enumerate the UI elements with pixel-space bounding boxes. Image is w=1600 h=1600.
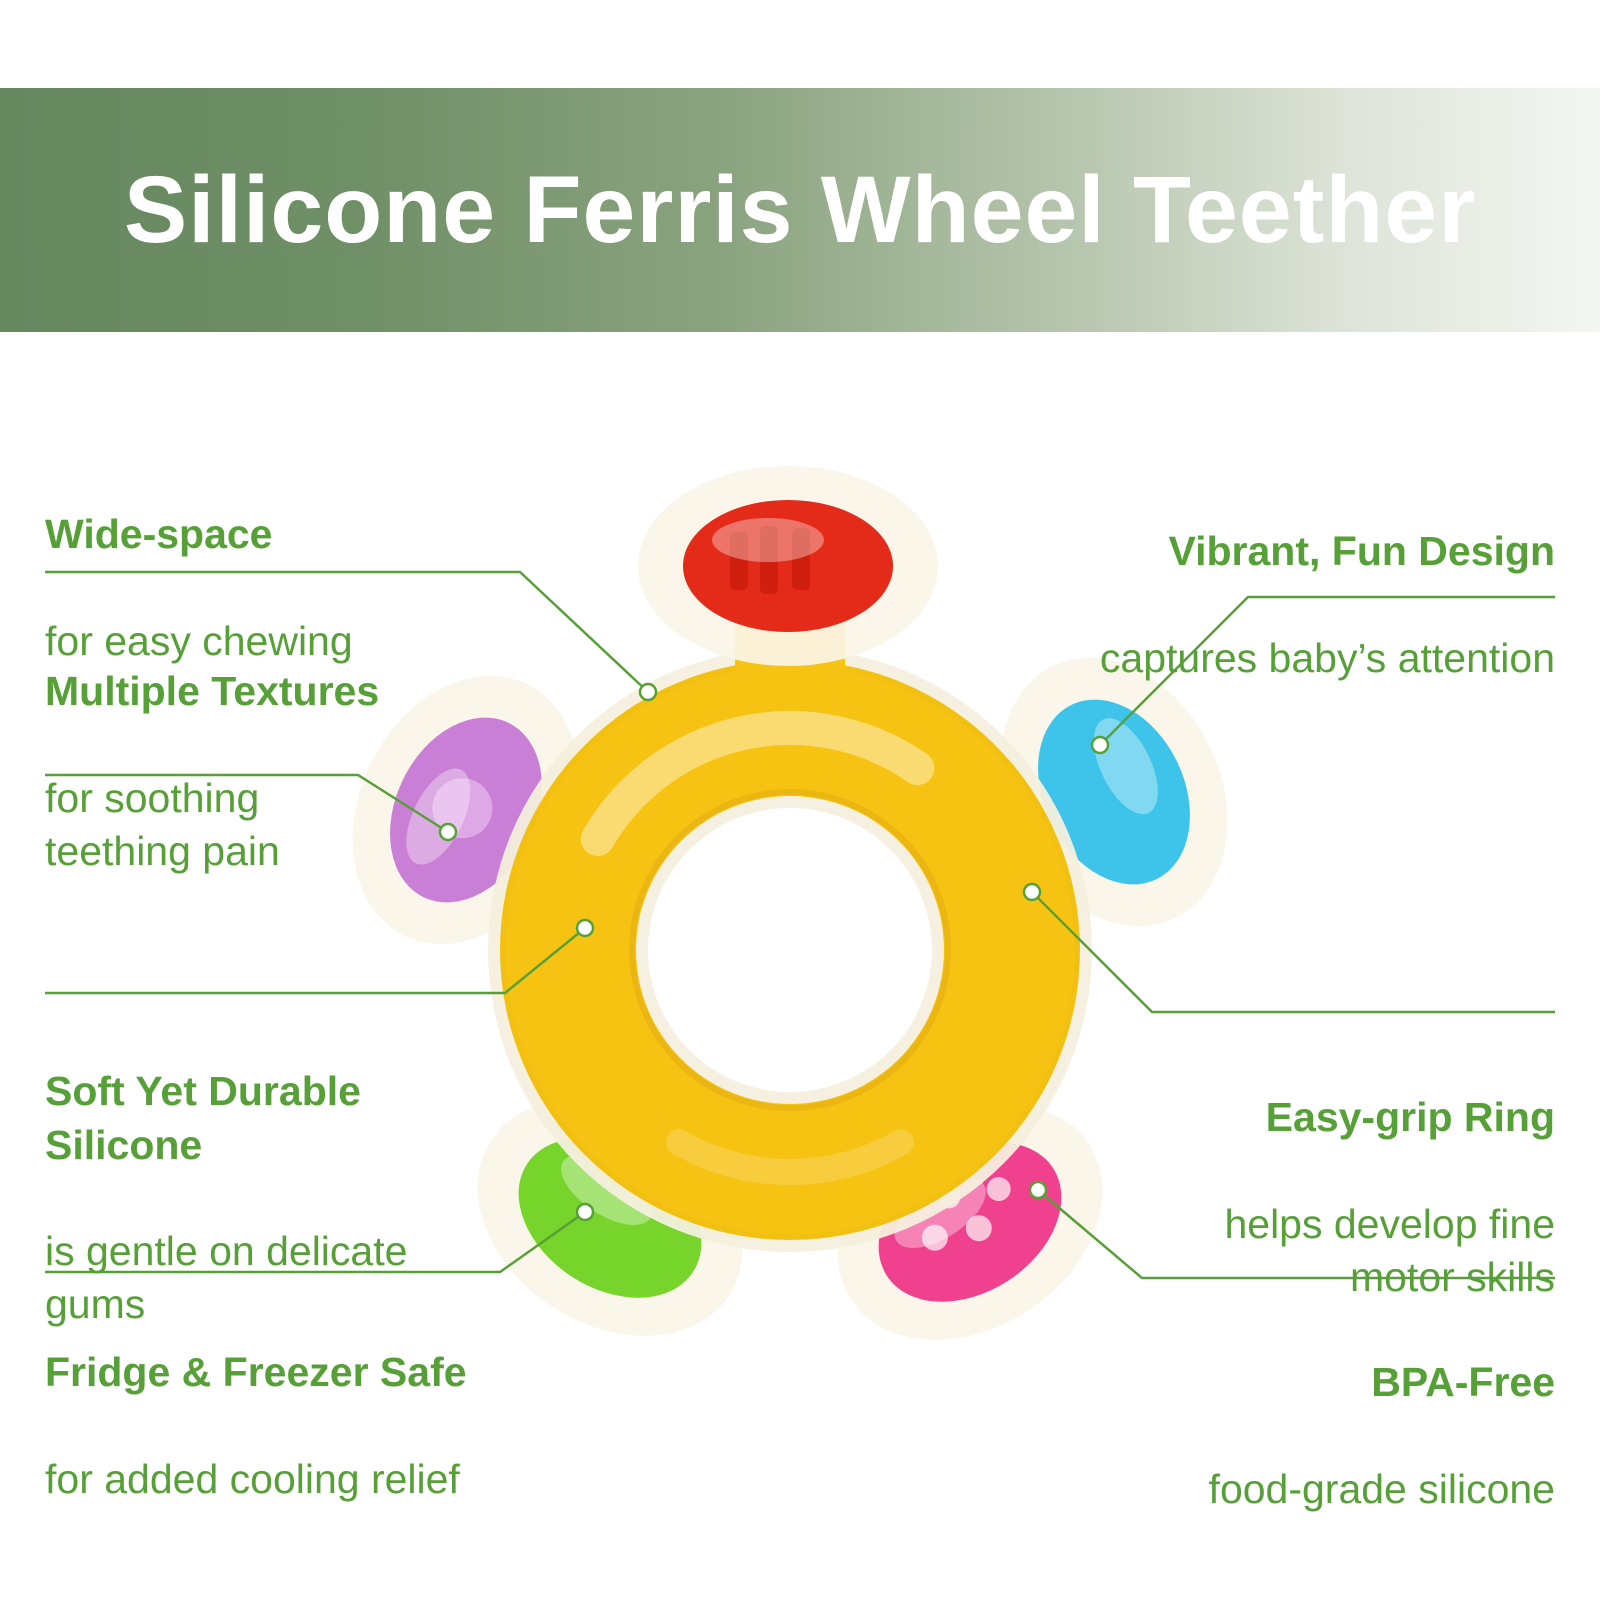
callout-line-fridge-safe bbox=[45, 1210, 586, 1274]
blue-lobe-gloss bbox=[1093, 718, 1158, 815]
callout-body: captures baby’s attention bbox=[1099, 634, 1555, 681]
callout-heading: Easy-grip Ring bbox=[1265, 1094, 1555, 1141]
callout-line-vibrant-design bbox=[1099, 595, 1555, 746]
callout-soft-silicone: Soft Yet Durable Silicone is gentle on d… bbox=[45, 1012, 407, 1385]
callout-dot-bpa-free bbox=[1028, 1180, 1048, 1200]
callout-heading: Wide-space bbox=[45, 511, 273, 558]
callout-bpa-free: BPA-Free food-grade silicone bbox=[1209, 1303, 1555, 1569]
pink-lobe-dot bbox=[986, 1177, 1011, 1202]
callout-lines bbox=[45, 570, 1555, 1280]
red-lobe-gloss bbox=[712, 518, 824, 562]
callout-multiple-textures: Multiple Textures for soothing teething … bbox=[45, 612, 379, 932]
callout-dot-vibrant-design bbox=[1090, 735, 1110, 755]
header-banner: Silicone Ferris Wheel Teether bbox=[0, 88, 1600, 332]
ring-bottom-highlight bbox=[666, 1129, 914, 1185]
callout-body: helps develop fine motor skills bbox=[1224, 1200, 1555, 1301]
teether-graphic bbox=[352, 466, 1228, 1340]
page-title: Silicone Ferris Wheel Teether bbox=[123, 156, 1477, 263]
callout-dot-easy-grip bbox=[1022, 882, 1042, 902]
callout-line-soft-silicone bbox=[45, 927, 586, 995]
callout-body: for easy chewing bbox=[45, 617, 353, 664]
callout-line-wide-space bbox=[45, 570, 649, 693]
ring-inner-shade bbox=[629, 789, 951, 1111]
callout-heading: Vibrant, Fun Design bbox=[1168, 528, 1556, 575]
callout-heading: BPA-Free bbox=[1371, 1359, 1555, 1406]
red-lobe-ridge bbox=[792, 528, 810, 590]
red-lobe-ridge bbox=[730, 532, 748, 590]
ring-body bbox=[500, 660, 1080, 1240]
callout-wide-space: Wide-space for easy chewing bbox=[45, 455, 353, 721]
callout-line-easy-grip bbox=[1031, 891, 1555, 1014]
callout-body: food-grade silicone bbox=[1208, 1465, 1555, 1512]
callout-body: is gentle on delicate gums bbox=[45, 1228, 408, 1328]
teether-lobe-red bbox=[638, 466, 938, 666]
callout-dot-multiple-textures bbox=[438, 822, 458, 842]
pink-lobe-dot bbox=[921, 1224, 948, 1251]
callout-line-multiple-textures bbox=[45, 773, 449, 834]
pink-lobe-dot bbox=[965, 1215, 992, 1242]
blue-lobe-pad bbox=[1038, 699, 1190, 885]
callout-body: for added cooling relief bbox=[45, 1455, 460, 1502]
ring-top-highlight bbox=[580, 710, 935, 856]
purple-lobe-gloss bbox=[406, 768, 471, 865]
callout-dot-wide-space bbox=[638, 682, 658, 702]
callout-body: for soothing teething pain bbox=[45, 774, 280, 875]
callout-dot-fridge-safe bbox=[575, 1202, 595, 1222]
callout-vibrant-design: Vibrant, Fun Design captures baby’s atte… bbox=[1100, 472, 1555, 738]
red-lobe-ridge bbox=[760, 526, 778, 594]
callout-fridge-safe: Fridge & Freezer Safe for added cooling … bbox=[45, 1293, 467, 1559]
callout-easy-grip: Easy-grip Ring helps develop fine motor … bbox=[1224, 1038, 1555, 1358]
callout-heading: Soft Yet Durable Silicone bbox=[45, 1068, 361, 1168]
callout-heading: Fridge & Freezer Safe bbox=[45, 1349, 467, 1396]
callout-heading: Multiple Textures bbox=[45, 668, 380, 715]
callout-line-bpa-free bbox=[1037, 1189, 1555, 1280]
callout-dot-soft-silicone bbox=[575, 918, 595, 938]
